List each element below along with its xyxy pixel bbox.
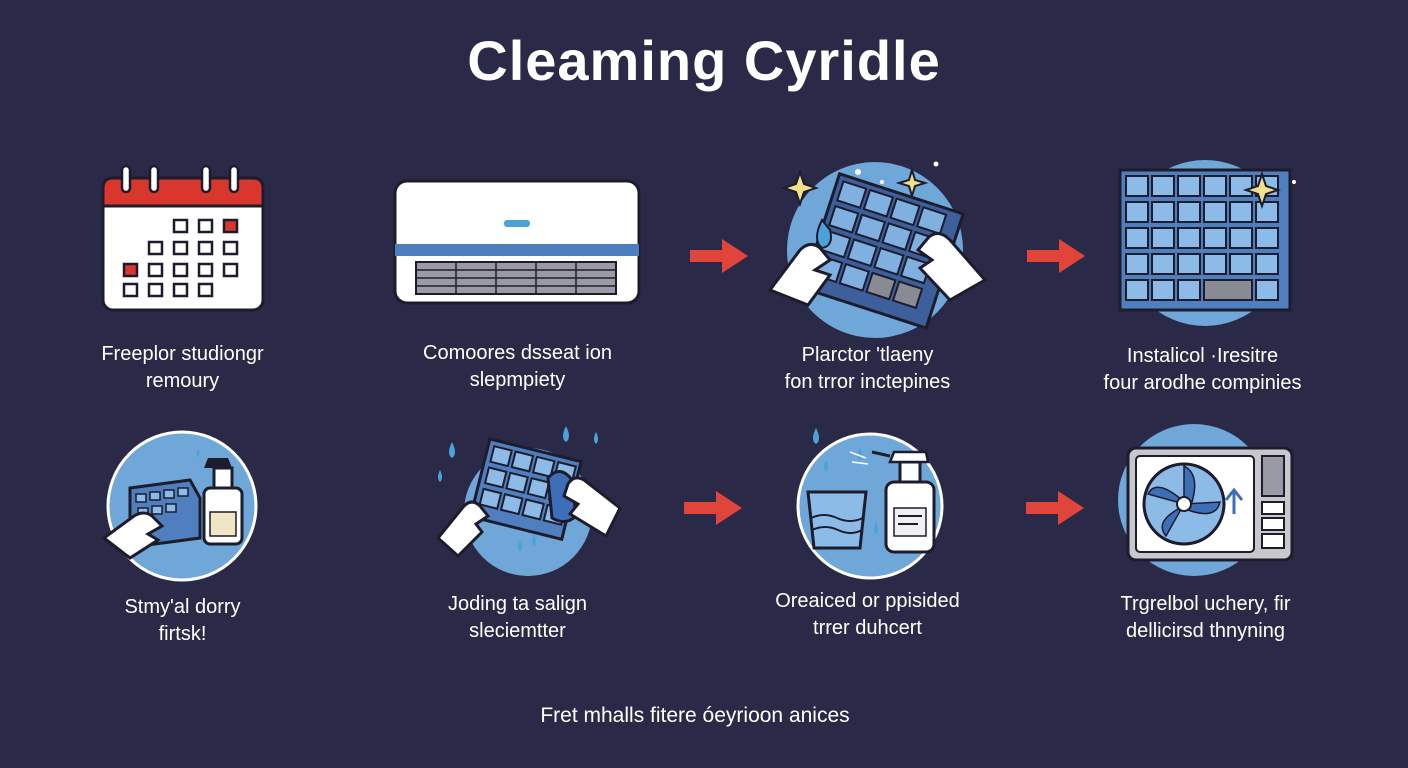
footer-note: Fret mhalls fitere óeyrioon anices <box>540 704 850 727</box>
step-1-caption-line-1: Freeplor studiongr <box>101 343 264 365</box>
filter-cleaning-icon <box>767 161 988 338</box>
sponge-spray-icon <box>101 430 258 582</box>
arrow-right-icon <box>1027 239 1085 273</box>
step-1-caption-line-2: remoury <box>145 370 220 392</box>
step-5-caption-line-2: firtsk! <box>158 623 207 645</box>
page-title: Cleaming Cyridle <box>467 29 941 92</box>
bucket-detergent-icon <box>796 428 944 580</box>
step-2-caption-line-2: slepmpiety <box>469 369 566 391</box>
step-7-caption-line-2: trrer duhcert <box>813 617 922 639</box>
step-3-caption-line-1: Plarctor 'tlaeny <box>801 344 934 366</box>
step-5-caption-line-1: Stmy'al dorry <box>124 596 241 618</box>
arrow-right-icon <box>690 239 748 273</box>
step-2-caption-line-1: Comoores dsseat ion <box>423 342 612 364</box>
arrow-right-icon <box>1026 491 1084 525</box>
step-3-caption-line-2: fon trror inctepines <box>784 371 951 393</box>
step-6-caption-line-1: Joding ta salign <box>448 593 587 615</box>
step-6-caption-line-2: sleciemtter <box>469 620 566 642</box>
arrow-right-icon <box>684 491 742 525</box>
step-8-caption-line-2: dellicirsd thnyning <box>1126 620 1285 642</box>
calendar-icon <box>101 164 265 312</box>
step-8-caption-line-1: Trgrelbol uchery, fir <box>1120 593 1291 615</box>
outdoor-unit-icon <box>1118 424 1294 576</box>
step-7-caption-line-1: Oreaiced or ppisided <box>775 590 960 612</box>
step-4-caption-line-2: four arodhe compinies <box>1103 372 1302 394</box>
step-4-caption-line-1: Instalicol ·Iresitre <box>1126 345 1279 367</box>
clean-filter-icon <box>1118 160 1296 326</box>
air-conditioner-icon <box>393 179 641 305</box>
washing-filter-icon <box>435 426 622 576</box>
